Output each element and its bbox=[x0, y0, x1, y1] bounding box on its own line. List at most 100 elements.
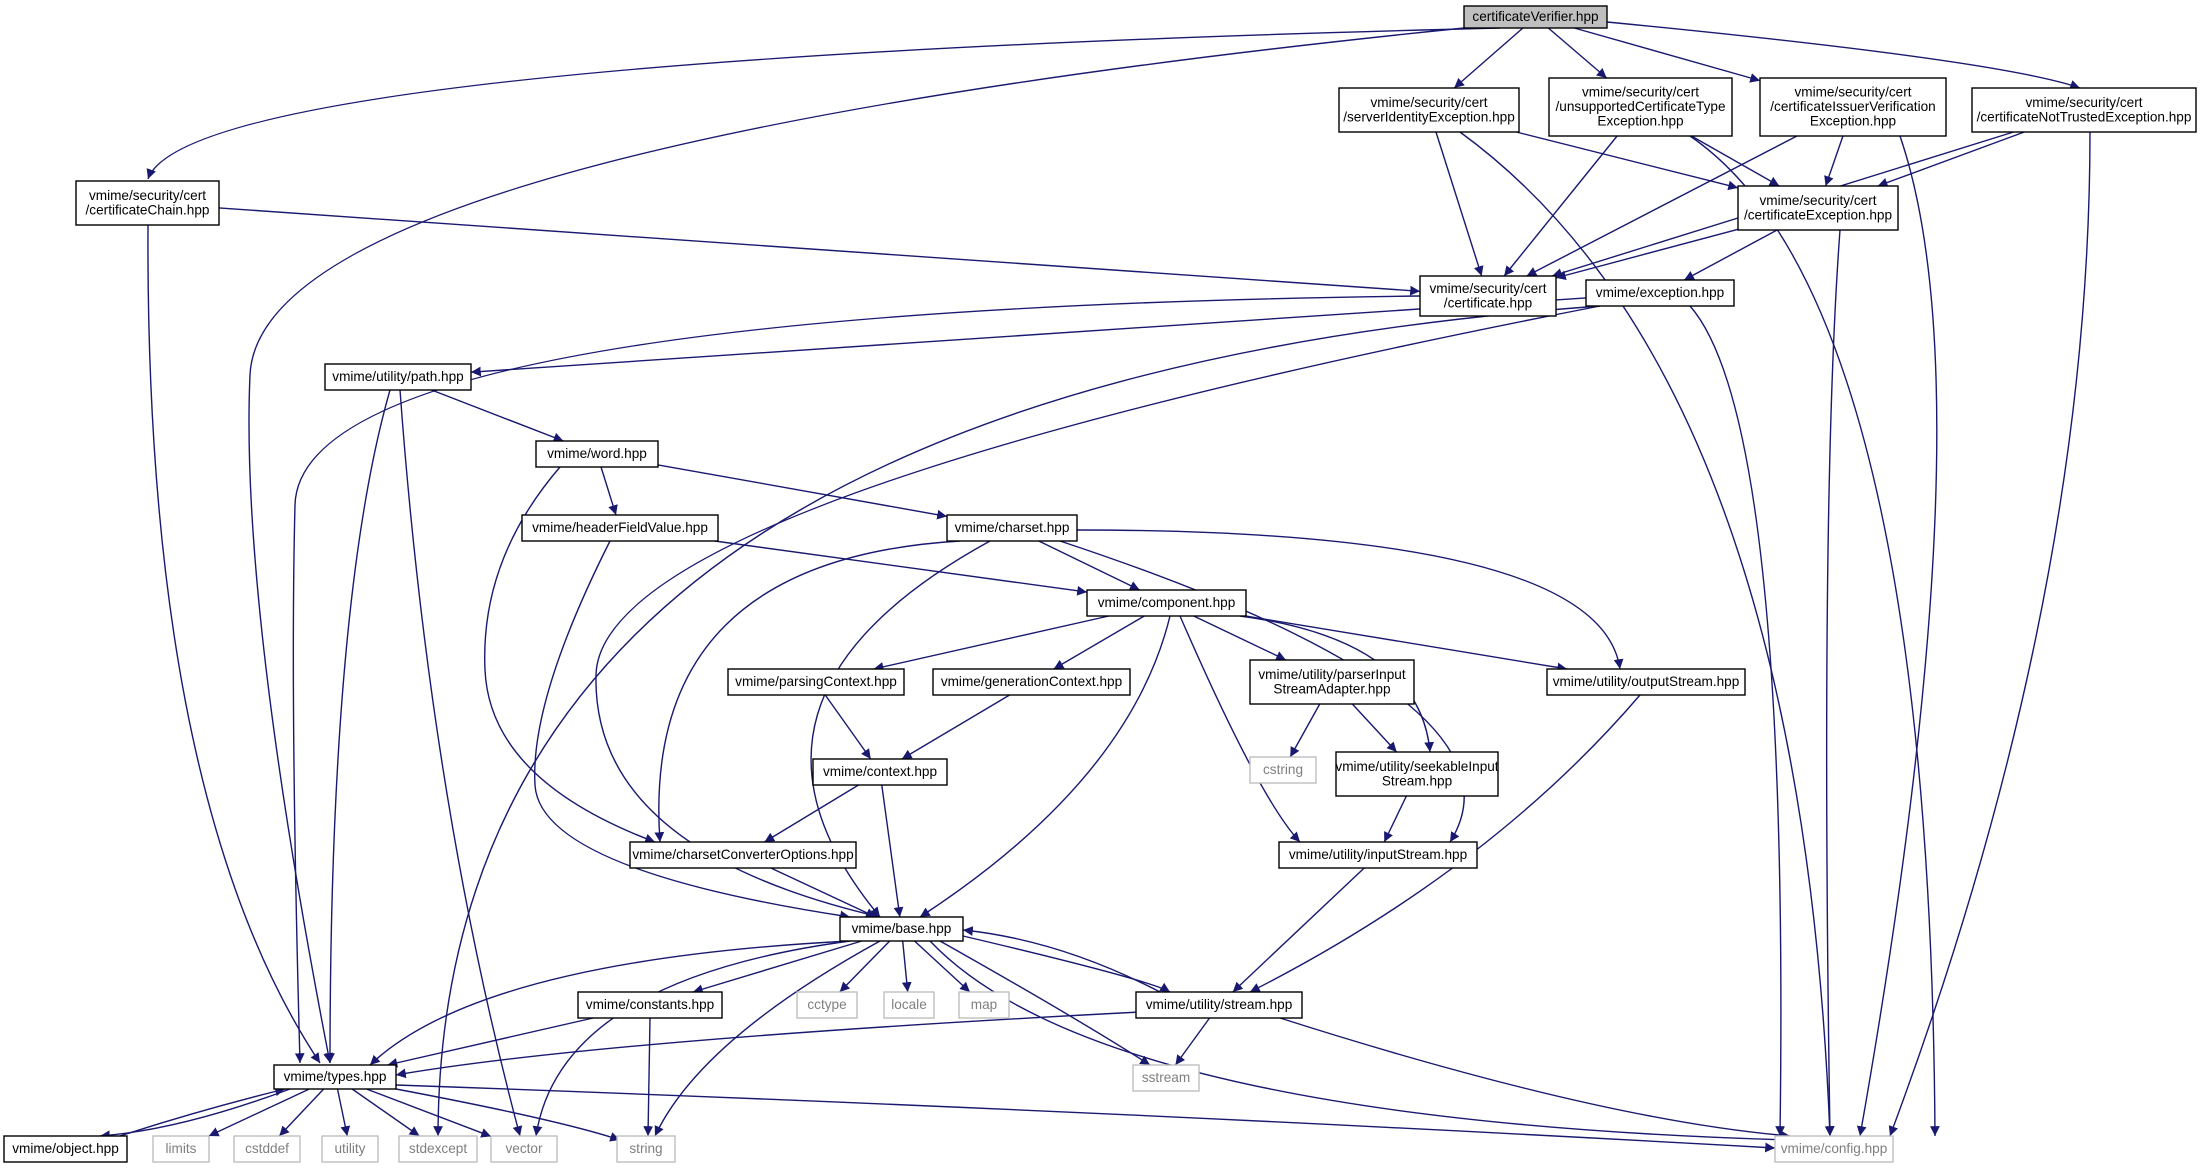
node-label: cctype bbox=[807, 997, 846, 1012]
node-box bbox=[1419, 275, 1557, 317]
node-charset[interactable]: vmime/charset.hpp bbox=[946, 514, 1078, 542]
node-certexc[interactable]: vmime/security/cert/certificateException… bbox=[1737, 185, 1899, 231]
node-constants[interactable]: vmime/constants.hpp bbox=[577, 991, 723, 1019]
node-hfv[interactable]: vmime/headerFieldValue.hpp bbox=[521, 514, 719, 542]
edge-line bbox=[1245, 615, 1568, 673]
edge-base-to-config bbox=[929, 940, 1791, 1145]
node-outstream[interactable]: vmime/utility/outputStream.hpp bbox=[1546, 668, 1746, 696]
edge-cco-to-base bbox=[770, 867, 877, 918]
node-issuer[interactable]: vmime/security/cert/certificateIssuerVer… bbox=[1759, 77, 1947, 137]
edge-base-to-vector bbox=[532, 940, 851, 1137]
node-instream[interactable]: vmime/utility/inputStream.hpp bbox=[1278, 841, 1478, 869]
edge-instream-to-stream bbox=[1232, 867, 1365, 993]
node-label: Stream.hpp bbox=[1382, 773, 1452, 788]
node-path[interactable]: vmime/utility/path.hpp bbox=[324, 363, 472, 391]
node-label: /serverIdentityException.hpp bbox=[1343, 109, 1515, 124]
edge-line bbox=[395, 1088, 621, 1142]
node-unsupported[interactable]: vmime/security/cert/unsupportedCertifica… bbox=[1548, 77, 1733, 137]
edge-line bbox=[1824, 135, 1844, 187]
node-object[interactable]: vmime/object.hpp bbox=[3, 1135, 128, 1163]
edge-line bbox=[387, 1017, 594, 1068]
edge-line bbox=[1076, 529, 1624, 670]
node-cstddef: cstddef bbox=[233, 1135, 301, 1163]
edge-line bbox=[914, 940, 971, 993]
edge-word-to-cco bbox=[484, 466, 656, 844]
node-label: vmime/parsingContext.hpp bbox=[735, 674, 897, 689]
node-box bbox=[839, 916, 964, 942]
node-exception[interactable]: vmime/exception.hpp bbox=[1585, 279, 1735, 307]
edge-line bbox=[470, 297, 1587, 377]
node-label: vmime/constants.hpp bbox=[586, 997, 714, 1012]
node-label: Exception.hpp bbox=[1810, 114, 1896, 129]
edge-seekable-to-instream bbox=[1383, 795, 1408, 843]
node-box bbox=[796, 991, 858, 1019]
edge-types-to-utility bbox=[336, 1088, 351, 1137]
node-stdexcept: stdexcept bbox=[398, 1135, 478, 1163]
node-word[interactable]: vmime/word.hpp bbox=[535, 440, 659, 468]
node-types[interactable]: vmime/types.hpp bbox=[273, 1064, 397, 1090]
node-genctx[interactable]: vmime/generationContext.hpp bbox=[932, 668, 1131, 696]
node-box bbox=[1338, 87, 1520, 133]
node-nottrusted[interactable]: vmime/security/cert/certificateNotTruste… bbox=[1971, 87, 2197, 133]
edge-charset-to-component bbox=[1038, 540, 1141, 591]
node-cert[interactable]: vmime/security/cert/certificate.hpp bbox=[1419, 275, 1557, 317]
edge-line bbox=[99, 1088, 291, 1141]
node-context[interactable]: vmime/context.hpp bbox=[812, 758, 948, 786]
edge-line bbox=[1453, 27, 1524, 89]
node-pisa[interactable]: vmime/utility/parserInputStreamAdapter.h… bbox=[1249, 659, 1415, 705]
edge-component-to-base bbox=[919, 615, 1171, 918]
node-label: vmime/context.hpp bbox=[823, 764, 937, 779]
edge-root-to-serverid bbox=[1453, 27, 1524, 89]
edge-line bbox=[292, 295, 1421, 1064]
edge-line bbox=[336, 1088, 351, 1137]
edge-pisa-to-cstring bbox=[1289, 703, 1321, 758]
edge-line bbox=[962, 935, 1171, 993]
edge-genctx-to-context bbox=[901, 694, 1010, 760]
node-serverid[interactable]: vmime/security/cert/serverIdentityExcept… bbox=[1338, 87, 1520, 133]
node-cco[interactable]: vmime/charsetConverterOptions.hpp bbox=[629, 841, 857, 869]
edge-line bbox=[1689, 305, 1786, 1137]
node-box bbox=[3, 1135, 128, 1163]
edge-line bbox=[369, 940, 851, 1066]
edge-line bbox=[218, 207, 1421, 296]
edge-line bbox=[1232, 867, 1365, 993]
node-base[interactable]: vmime/base.hpp bbox=[839, 916, 964, 942]
edge-serverid-to-certexc bbox=[1516, 131, 1739, 191]
node-box bbox=[1278, 841, 1478, 869]
edge-issuer-to-cert bbox=[1526, 135, 1798, 277]
edge-line bbox=[395, 1084, 1776, 1153]
node-label: vmime/base.hpp bbox=[852, 921, 952, 936]
edge-line bbox=[1606, 21, 2081, 90]
node-box bbox=[577, 991, 723, 1019]
edge-root-to-types bbox=[248, 27, 1465, 1064]
node-stream[interactable]: vmime/utility/stream.hpp bbox=[1135, 991, 1303, 1019]
node-box bbox=[1132, 1064, 1200, 1092]
node-box bbox=[1548, 77, 1733, 137]
edge-hfv-to-base bbox=[534, 540, 851, 921]
edge-types-to-stdexcept bbox=[351, 1088, 420, 1137]
edge-base-to-types bbox=[369, 940, 851, 1066]
edge-line bbox=[1383, 795, 1408, 843]
edge-line bbox=[764, 784, 859, 843]
edge-word-to-charset bbox=[657, 464, 948, 520]
edge-line bbox=[484, 466, 656, 844]
node-label: vmime/object.hpp bbox=[12, 1141, 119, 1156]
node-box bbox=[1585, 279, 1735, 307]
edge-line bbox=[600, 466, 618, 516]
node-label: vmime/component.hpp bbox=[1098, 595, 1236, 610]
edge-certchain-to-types bbox=[147, 224, 321, 1064]
node-label: /certificateIssuerVerification bbox=[1770, 99, 1935, 114]
node-label: Exception.hpp bbox=[1597, 114, 1683, 129]
node-label: vmime/word.hpp bbox=[547, 446, 647, 461]
node-label: certificateVerifier.hpp bbox=[1472, 9, 1598, 24]
node-box bbox=[1546, 668, 1746, 696]
node-component[interactable]: vmime/component.hpp bbox=[1086, 589, 1247, 617]
node-label: vmime/security/cert bbox=[1429, 281, 1546, 296]
edge-line bbox=[962, 926, 1161, 993]
node-certchain[interactable]: vmime/security/cert/certificateChain.hpp bbox=[75, 180, 220, 226]
node-root[interactable]: certificateVerifier.hpp bbox=[1463, 5, 1608, 29]
node-box bbox=[932, 668, 1131, 696]
node-parsingctx[interactable]: vmime/parsingContext.hpp bbox=[727, 668, 905, 696]
